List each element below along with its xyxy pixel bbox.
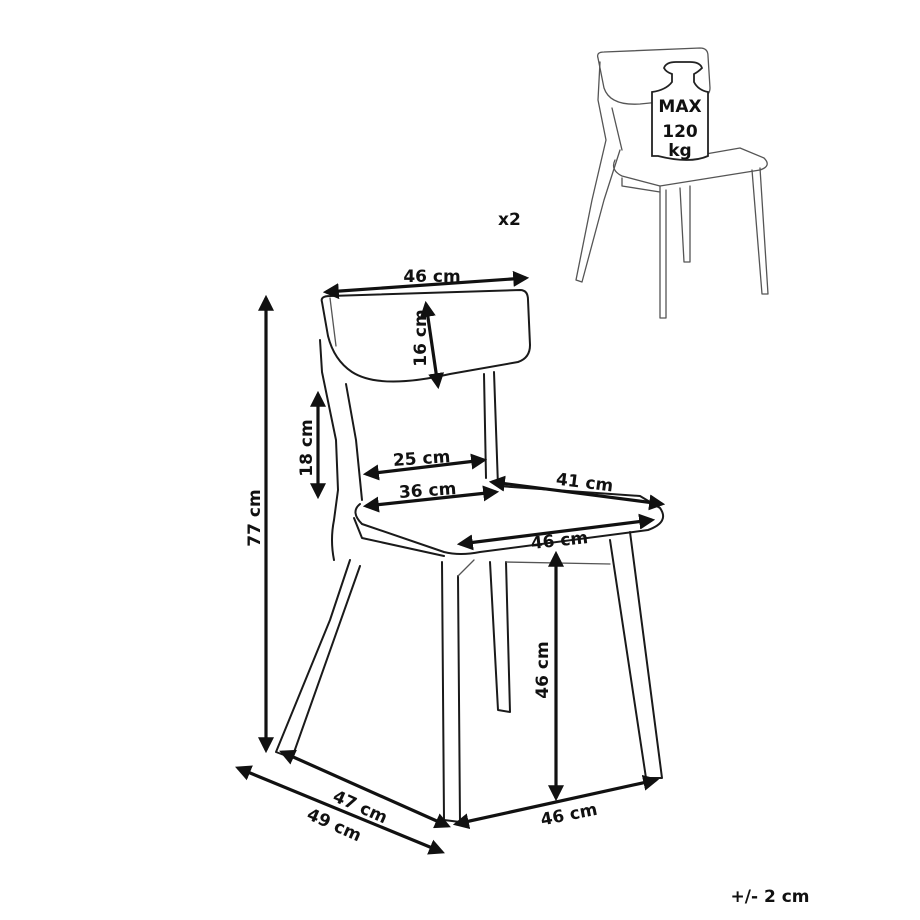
weight-icon: [651, 61, 709, 161]
small-chair-illustration: [575, 47, 769, 319]
total-height-label: 77 cm: [245, 489, 265, 546]
backrest-inner-width-label: 25 cm: [392, 447, 451, 471]
tolerance-note: +/- 2 cm: [731, 887, 810, 907]
dimension-lines: [235, 270, 666, 855]
main-chair-illustration: [275, 289, 664, 823]
max-label: MAX: [658, 97, 701, 117]
quantity-label: x2: [498, 210, 521, 230]
seat-back-width-label: 36 cm: [398, 479, 457, 503]
seat-front-width-label: 46 cm: [530, 528, 589, 554]
backrest-height-label: 16 cm: [411, 309, 431, 366]
seat-height-label: 46 cm: [533, 641, 553, 698]
max-weight-value: 120: [662, 122, 698, 142]
weight-unit: kg: [668, 141, 691, 161]
backrest-width-label: 46 cm: [403, 267, 460, 287]
backrest-gap-label: 18 cm: [297, 419, 317, 476]
